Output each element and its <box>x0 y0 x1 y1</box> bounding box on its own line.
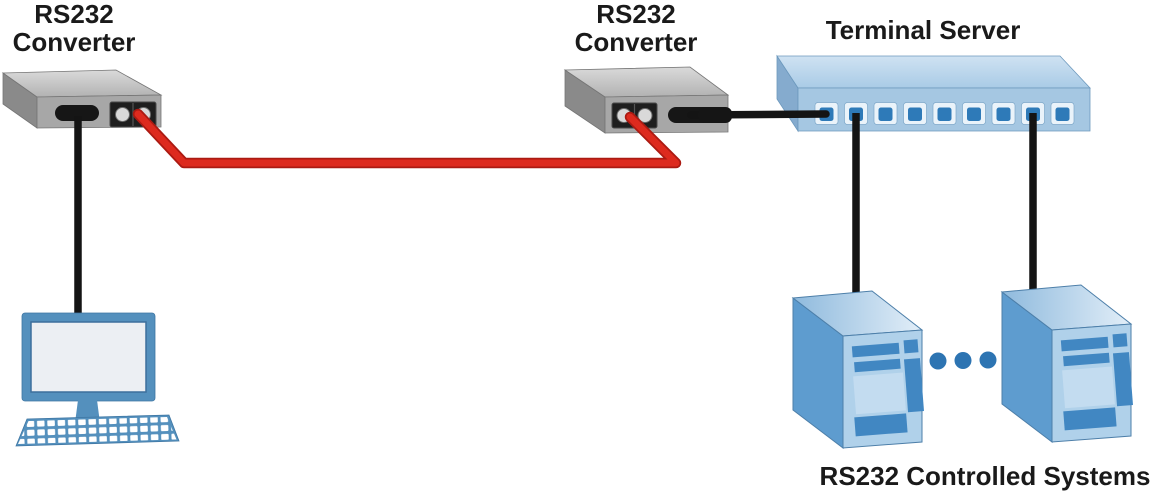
controlled-system-1-device <box>792 290 927 449</box>
converter-middle-label-line1: RS232 <box>596 0 676 29</box>
terminal-server-device <box>776 54 1091 133</box>
server-port-9 <box>1050 102 1075 125</box>
converter-middle-label-line2: Converter <box>574 27 698 57</box>
converter-left-label: RS232 Converter <box>2 0 146 56</box>
ellipsis-dots-icon <box>929 351 997 370</box>
controlled-systems-label: RS232 Controlled Systems <box>819 461 1151 491</box>
server-port-7 <box>991 102 1016 125</box>
monitor-icon <box>21 312 156 402</box>
server-port-5 <box>932 102 957 125</box>
fiber-cable <box>132 108 682 169</box>
serial-port-icon <box>55 105 99 121</box>
server-port-6 <box>962 102 986 125</box>
server-port-4 <box>903 102 927 125</box>
server-top-face <box>776 55 1091 89</box>
terminal-server-label: Terminal Server <box>825 15 1021 45</box>
serial-plug-icon <box>698 107 732 123</box>
workstation-device <box>15 312 180 447</box>
converter-middle-label: RS232 Converter <box>556 0 716 56</box>
server-port-3 <box>873 102 898 125</box>
converter-left-label-line2: Converter <box>12 27 136 57</box>
keyboard-icon <box>15 414 180 447</box>
rs232-converter-right-device <box>563 66 730 134</box>
serial-cable-server <box>687 107 830 123</box>
converter-left-label-line1: RS232 <box>34 0 114 29</box>
controlled-system-2-device <box>1001 284 1136 443</box>
